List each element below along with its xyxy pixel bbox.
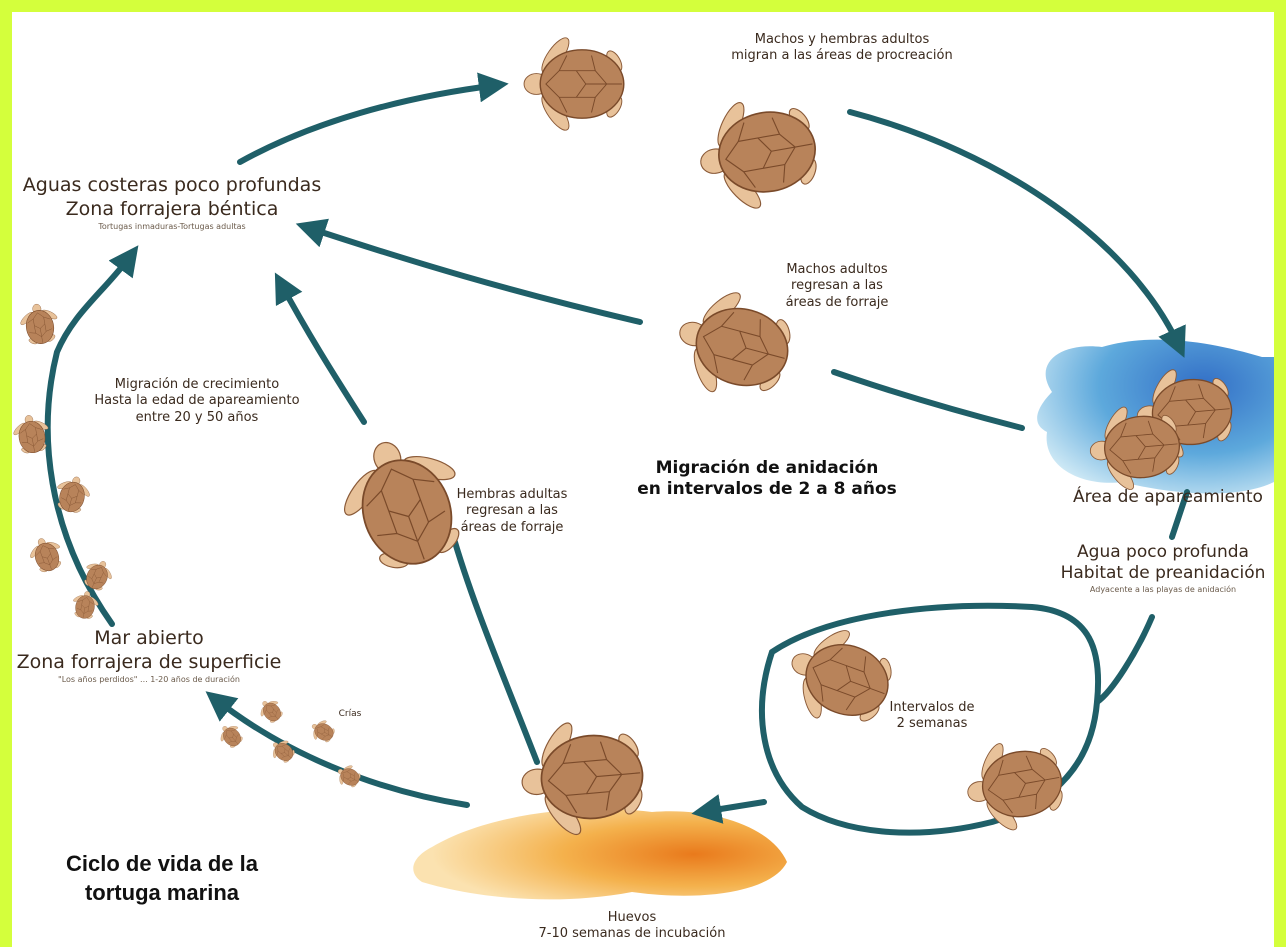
center-line1: Migración de anidación bbox=[655, 458, 879, 478]
females-return-line1: Hembras adultas bbox=[456, 487, 568, 502]
intervals-line1: Intervalos de bbox=[889, 700, 975, 715]
hatchling-icon bbox=[332, 760, 365, 793]
growth-line3: entre 20 y 50 años bbox=[135, 409, 259, 425]
males-return-line2: regresan a las bbox=[791, 278, 883, 294]
arrow-females-to-coastal bbox=[274, 272, 367, 425]
juvenile-turtle-icon bbox=[24, 532, 69, 577]
nesting-beach-sand bbox=[413, 808, 787, 900]
mating-line1: Área de apareamiento bbox=[1073, 487, 1263, 507]
arrow-mating-to-males bbox=[831, 369, 1025, 431]
adults-migrate-line2: migran a las áreas de procreación bbox=[731, 48, 953, 64]
preanidacion-label: Agua poco profunda Habitat de preanidaci… bbox=[1052, 542, 1274, 595]
arrow-preanidacion-to-loop bbox=[1094, 614, 1155, 705]
coastal-sub: Tortugas inmaduras-Tortugas adultas bbox=[98, 221, 246, 231]
intervals-label: Intervalos de 2 semanas bbox=[872, 700, 992, 733]
life-cycle-diagram bbox=[12, 33, 1274, 900]
hatchlings-line1: Crías bbox=[338, 709, 362, 719]
adults-migrate-label: Machos y hembras adultos migran a las ár… bbox=[712, 32, 972, 65]
arrow-nest-to-openSea bbox=[205, 691, 470, 808]
turtle-icon bbox=[523, 33, 626, 135]
title-line2: tortuga marina bbox=[84, 879, 240, 905]
males-return-label: Machos adultos regresan a las áreas de f… bbox=[757, 262, 917, 311]
preanidacion-line1: Agua poco profunda bbox=[1077, 542, 1249, 562]
growth-line2: Hasta la edad de apareamiento bbox=[94, 393, 300, 409]
males-return-line1: Machos adultos bbox=[786, 262, 888, 277]
hatchling-icon bbox=[254, 694, 288, 728]
turtle-icon bbox=[690, 85, 827, 222]
coastal-label: Aguas costeras poco profundas Zona forra… bbox=[12, 174, 332, 232]
title-line1: Ciclo de vida de la bbox=[66, 851, 258, 876]
eggs-line1: Huevos bbox=[607, 910, 657, 925]
hatchling-icon bbox=[214, 719, 248, 753]
hatchlings-label: Crías bbox=[330, 709, 370, 720]
males-return-line3: áreas de forraje bbox=[785, 294, 889, 310]
arrow-coastal-to-breeding bbox=[237, 72, 509, 165]
eggs-line2: 7-10 semanas de incubación bbox=[538, 926, 726, 942]
open-sea-line2: Zona forrajera de superficie bbox=[16, 650, 282, 673]
interval-loop bbox=[759, 602, 1102, 836]
preanidacion-line2: Habitat de preanidación bbox=[1060, 563, 1266, 584]
females-return-line2: regresan a las bbox=[466, 503, 558, 519]
center-label: Migración de anidación en intervalos de … bbox=[617, 458, 917, 501]
growth-migration-label: Migración de crecimiento Hasta la edad d… bbox=[67, 377, 327, 426]
females-return-line3: áreas de forraje bbox=[460, 519, 564, 535]
diagram-title: Ciclo de vida de la tortuga marina bbox=[22, 850, 302, 907]
arrow-openSea-to-coastal bbox=[44, 245, 139, 627]
open-sea-label: Mar abierto Zona forrajera de superficie… bbox=[12, 627, 294, 685]
open-sea-sub: "Los años perdidos" ... 1-20 años de dur… bbox=[58, 674, 240, 684]
open-sea-line1: Mar abierto bbox=[94, 627, 204, 649]
juvenile-turtle-icon bbox=[69, 588, 102, 622]
coastal-line2: Zona forrajera béntica bbox=[65, 197, 279, 220]
juvenile-turtle-icon bbox=[16, 300, 63, 348]
females-return-label: Hembras adultas regresan a las áreas de … bbox=[437, 487, 587, 536]
mating-area-label: Área de apareamiento bbox=[1062, 487, 1274, 508]
growth-line1: Migración de crecimiento bbox=[114, 377, 280, 392]
arrow-mating-to-preanidacion bbox=[1169, 489, 1190, 540]
diagram-canvas: Machos y hembras adultos migran a las ár… bbox=[12, 12, 1274, 947]
arrow-males-to-coastal bbox=[295, 218, 643, 325]
preanidacion-sub: Adyacente a las playas de anidación bbox=[1089, 584, 1237, 594]
eggs-label: Huevos 7-10 semanas de incubación bbox=[532, 910, 732, 943]
arrow-loop-to-nest bbox=[691, 794, 767, 824]
intervals-line2: 2 semanas bbox=[896, 716, 968, 732]
arrow-breeding-to-mating bbox=[847, 109, 1186, 358]
coastal-line1: Aguas costeras poco profundas bbox=[22, 174, 322, 196]
center-line2: en intervalos de 2 a 8 años bbox=[637, 479, 897, 500]
adults-migrate-line1: Machos y hembras adultos bbox=[754, 32, 930, 47]
arrow-nest-to-females bbox=[449, 529, 540, 765]
